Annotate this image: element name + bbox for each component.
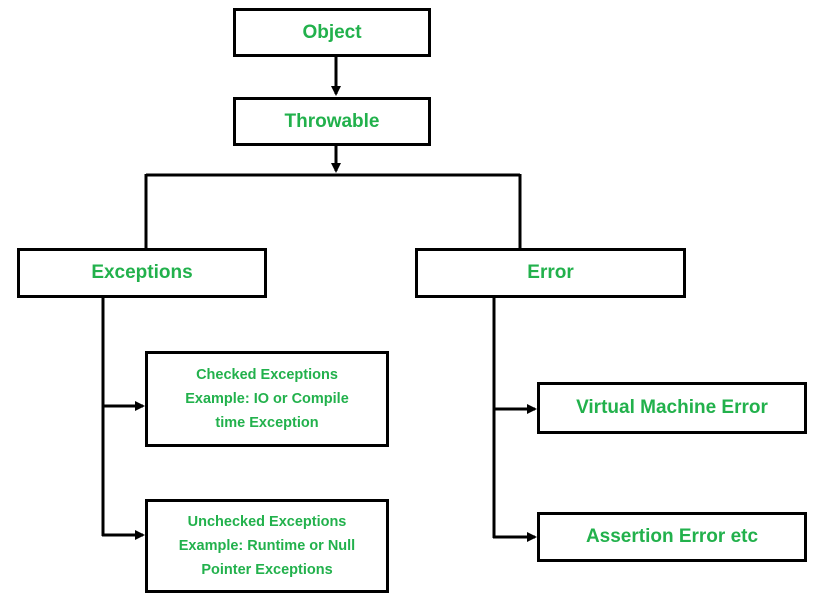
checked-line-3: time Exception <box>215 415 319 431</box>
unchecked-line-1: Unchecked Exceptions <box>187 514 347 530</box>
exceptions-label: Exceptions <box>91 262 193 283</box>
assertion-error-node: Assertion Error etc <box>537 512 807 562</box>
throwable-label: Throwable <box>284 110 380 132</box>
object-node: Object <box>233 8 431 57</box>
error-node: Error <box>415 248 686 298</box>
checked-exceptions-node: Checked Exceptions Example: IO or Compil… <box>145 351 389 447</box>
checked-line-1: Checked Exceptions <box>196 367 338 383</box>
throwable-node: Throwable <box>233 97 431 146</box>
unchecked-line-3: Pointer Exceptions <box>201 562 333 578</box>
object-label: Object <box>302 21 362 43</box>
virtual-machine-error-node: Virtual Machine Error <box>537 382 807 434</box>
virtual-machine-error-label: Virtual Machine Error <box>576 397 768 418</box>
assertion-error-label: Assertion Error etc <box>585 526 759 547</box>
unchecked-exceptions-node: Unchecked Exceptions Example: Runtime or… <box>145 499 389 593</box>
error-label: Error <box>527 262 574 283</box>
exceptions-node: Exceptions <box>17 248 267 298</box>
unchecked-line-2: Example: Runtime or Null <box>178 538 356 554</box>
checked-line-2: Example: IO or Compile <box>185 391 349 407</box>
